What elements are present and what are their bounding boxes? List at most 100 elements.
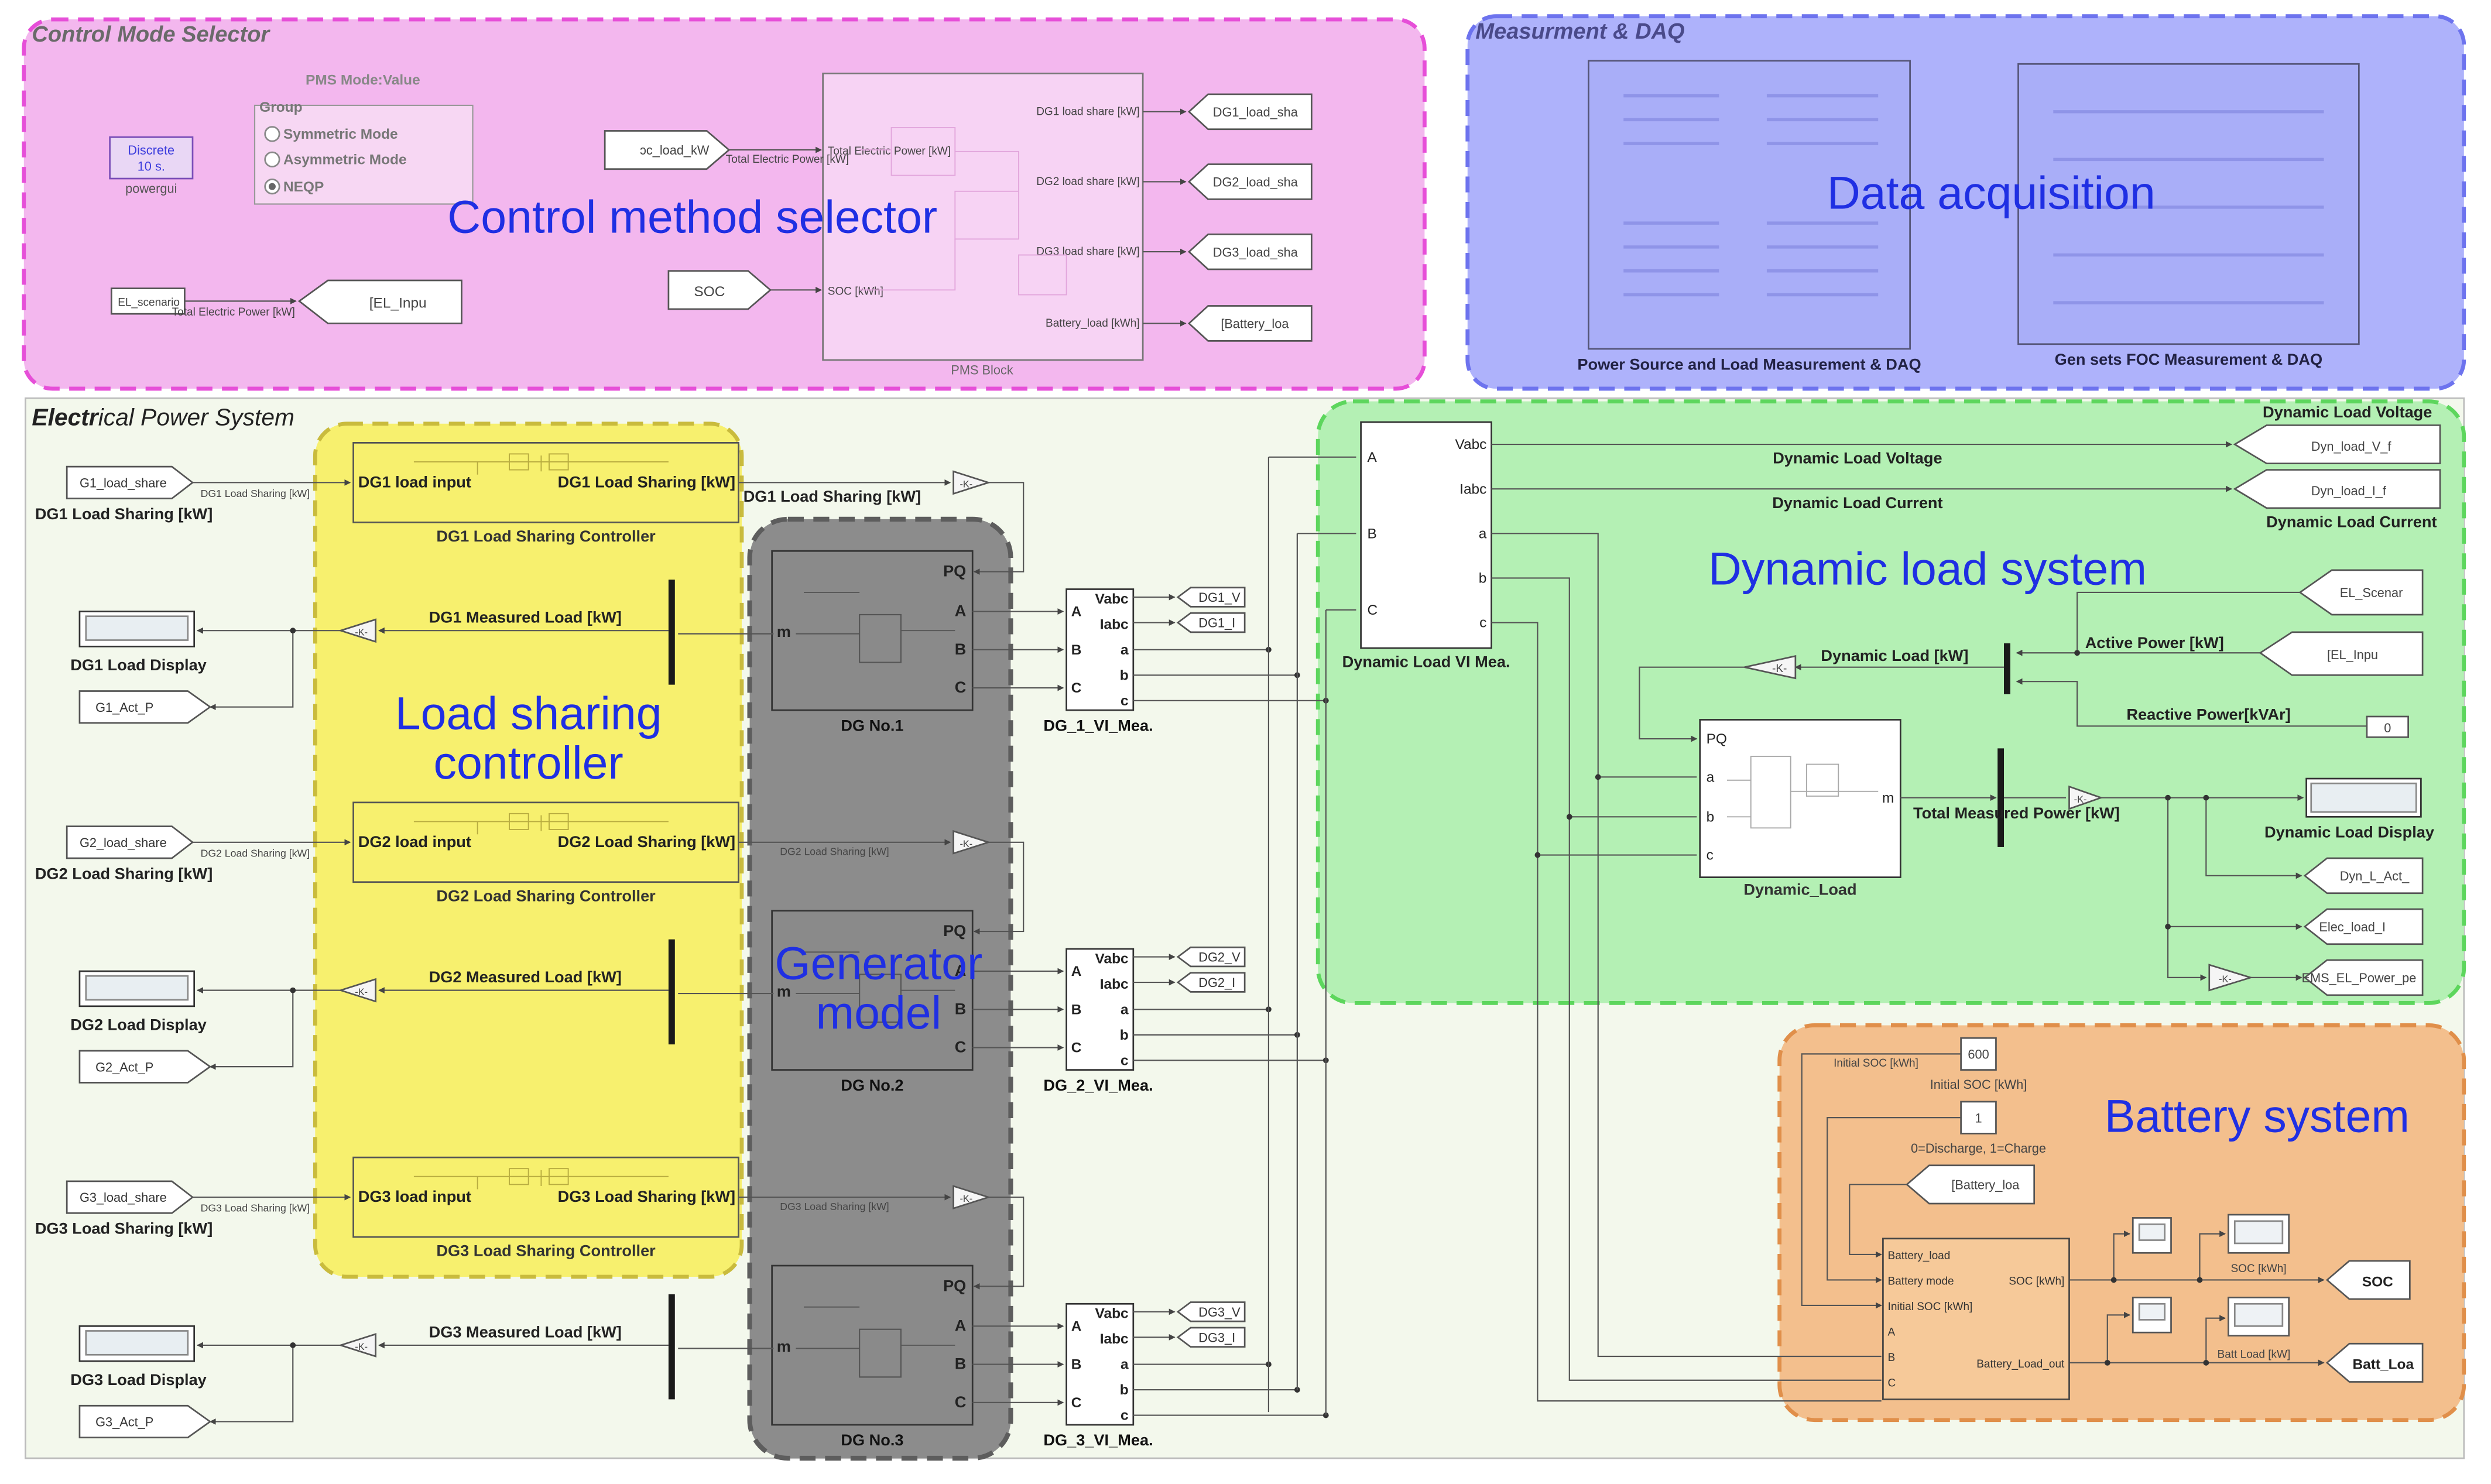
soc-from-block[interactable]: SOC	[667, 270, 772, 310]
dg2-load-share-from[interactable]: G2_load_share	[66, 825, 194, 859]
measurement-daq-title: Measurment & DAQ	[1475, 19, 1684, 44]
dynamic-load-display-block[interactable]: Dynamic Load Display	[2264, 777, 2434, 841]
dynamic-load-vi-measurement-block[interactable]: A B C Vabc Iabc a b c Dynamic Load VI Me…	[1342, 421, 1510, 671]
power-source-load-daq-block[interactable]: Power Source and Load Measurement & DAQ	[1577, 60, 1921, 373]
dg3-load-share-from[interactable]: G3_load_share	[66, 1180, 194, 1214]
dg2-measured-gain[interactable]: -K-	[338, 978, 377, 1003]
svg-text:DG3 Load Sharing [kW]: DG3 Load Sharing [kW]	[558, 1187, 735, 1205]
svg-text:DG3_I: DG3_I	[1198, 1331, 1235, 1345]
batt-load-display-scope[interactable]	[2132, 1297, 2172, 1334]
goto-dyn-load-voltage[interactable]: Dyn_load_V_f	[2233, 424, 2441, 465]
dg1-sharing-gain[interactable]: -K-	[952, 470, 991, 495]
batt-load-scope[interactable]: Batt Load [kW]	[2218, 1297, 2291, 1361]
svg-text:-K-: -K-	[2219, 974, 2232, 985]
goto-soc[interactable]: SOC	[2325, 1260, 2411, 1300]
ems-gain-block[interactable]: -K-	[2208, 964, 2254, 992]
el-scenario-from-block[interactable]: EL_scenario	[110, 287, 186, 315]
svg-text:A: A	[1071, 604, 1082, 620]
svg-text:DG No.3: DG No.3	[841, 1431, 903, 1449]
dg3-load-display[interactable]: DG3 Load Display	[70, 1325, 207, 1389]
svg-text:b: b	[1120, 667, 1129, 683]
svg-text:a: a	[1707, 769, 1715, 785]
svg-text:B: B	[1888, 1352, 1896, 1364]
svg-text:Batt Load [kW]: Batt Load [kW]	[2218, 1349, 2291, 1361]
svg-text:C: C	[955, 678, 967, 696]
initial-soc-constant[interactable]: 600 Initial SOC [kWh]	[1930, 1037, 2027, 1092]
battery-system-label: Battery system	[2105, 1091, 2410, 1142]
el-input-from-block[interactable]: [EL_Inpu	[2259, 631, 2424, 676]
dg3-current-goto[interactable]: DG3_I	[1176, 1327, 1246, 1348]
dg1-load-display[interactable]: DG1 Load Display	[70, 611, 207, 674]
dg1-voltage-goto[interactable]: DG1_V	[1176, 587, 1246, 608]
svg-text:Battery_load [kWh]: Battery_load [kWh]	[1046, 317, 1140, 330]
dynamic-load-gain-block[interactable]: -K-	[1744, 654, 1797, 680]
goto-dyn-load-current[interactable]: Dyn_load_I_f	[2233, 469, 2441, 509]
battery-mode-constant[interactable]: 1 0=Discharge, 1=Charge	[1911, 1101, 2046, 1156]
goto-dyn-act[interactable]: Dyn_L_Act_	[2303, 857, 2424, 894]
svg-text:DG1_V: DG1_V	[1198, 590, 1241, 605]
svg-text:Power Source and Load Measurem: Power Source and Load Measurement & DAQ	[1577, 355, 1921, 373]
dg2-act-power-goto[interactable]: G2_Act_P	[78, 1050, 212, 1084]
total-electric-power-signal: Total Electric Power [kW]	[172, 306, 295, 318]
pms-block[interactable]: Total Electric Power [kW] Total Electric…	[726, 73, 1144, 378]
svg-text:m: m	[1882, 790, 1894, 806]
el-input-goto-block[interactable]: [EL_Inpu	[297, 279, 462, 324]
svg-text:b: b	[1707, 809, 1715, 825]
dg2-load-sharing-label: DG2 Load Sharing [kW]	[35, 864, 213, 882]
load-sharing-controller-label-2: controller	[434, 737, 623, 789]
gen-sets-foc-daq-block[interactable]: Gen sets FOC Measurement & DAQ	[2017, 63, 2360, 368]
powergui-block[interactable]: Discrete 10 s. powergui	[109, 136, 194, 196]
svg-text:-K-: -K-	[960, 839, 972, 849]
total-power-gain-block[interactable]: -K-	[2068, 785, 2103, 810]
dg1-act-power-goto[interactable]: G1_Act_P	[78, 690, 212, 724]
radio-symmetric-mode[interactable]: Symmetric Mode	[264, 126, 398, 142]
goto-ems-el-power[interactable]: EMS_EL_Power_pe	[2301, 959, 2424, 996]
rc-load-from-block[interactable]: ɔc_load_kW	[604, 130, 731, 170]
dg2-voltage-goto[interactable]: DG2_V	[1176, 946, 1246, 968]
goto-elec-load[interactable]: Elec_load_I	[2303, 908, 2424, 945]
dg2-current-goto[interactable]: DG2_I	[1176, 972, 1246, 993]
dg3-measured-gain[interactable]: -K-	[338, 1333, 377, 1358]
svg-text:DG3 Load Sharing Controller: DG3 Load Sharing Controller	[436, 1242, 656, 1260]
control-method-selector-label: Control method selector	[447, 191, 937, 242]
soc-scope[interactable]: SOC [kWh]	[2228, 1214, 2290, 1275]
radio-neqp[interactable]: NEQP	[264, 179, 324, 195]
svg-text:Battery_load: Battery_load	[1888, 1250, 1951, 1262]
el-scenario-block[interactable]: EL_Scenar	[2298, 569, 2424, 616]
dynamic-load-block[interactable]: PQ a b c m Dynamic_Load	[1699, 719, 1901, 899]
soc-display-scope[interactable]	[2132, 1217, 2172, 1254]
dg1-current-goto[interactable]: DG1_I	[1176, 612, 1246, 633]
dg1-measured-gain[interactable]: -K-	[338, 618, 377, 643]
mode-radio-group[interactable]: Group Symmetric Mode Asymmetric Mode NEQ…	[253, 100, 474, 205]
svg-text:A: A	[1071, 964, 1082, 979]
battery-block[interactable]: Battery_load Battery mode Initial SOC [k…	[1882, 1238, 2070, 1400]
dg2-load-display[interactable]: DG2 Load Display	[70, 970, 207, 1034]
goto-battery-load: [Battery_loa	[1221, 317, 1289, 331]
reactive-power-constant-block[interactable]: 0	[2366, 715, 2409, 738]
pms-output-goto-blocks[interactable]: DG1_load_sha DG2_load_sha DG3_load_sha […	[1143, 93, 1313, 342]
dynamic-load-system-label: Dynamic load system	[1708, 543, 2147, 594]
dg3-load-sharing-label: DG3 Load Sharing [kW]	[35, 1219, 213, 1238]
svg-text:B: B	[1071, 1357, 1082, 1373]
dg1-load-share-from[interactable]: G1_load_share	[66, 465, 194, 499]
svg-text:B: B	[1367, 526, 1376, 541]
svg-text:a: a	[1479, 526, 1487, 541]
dg2-sharing-gain[interactable]: -K-	[952, 830, 991, 855]
dg3-voltage-goto[interactable]: DG3_V	[1176, 1301, 1246, 1322]
battery-load-from-block[interactable]: [Battery_loa	[1906, 1164, 2036, 1205]
dg3-act-power-goto[interactable]: G3_Act_P	[78, 1404, 212, 1438]
radio-asymmetric-mode[interactable]: Asymmetric Mode	[264, 151, 407, 168]
dg3-sharing-gain[interactable]: -K-	[952, 1185, 991, 1209]
goto-batt-load[interactable]: Batt_Loa	[2325, 1342, 2424, 1383]
